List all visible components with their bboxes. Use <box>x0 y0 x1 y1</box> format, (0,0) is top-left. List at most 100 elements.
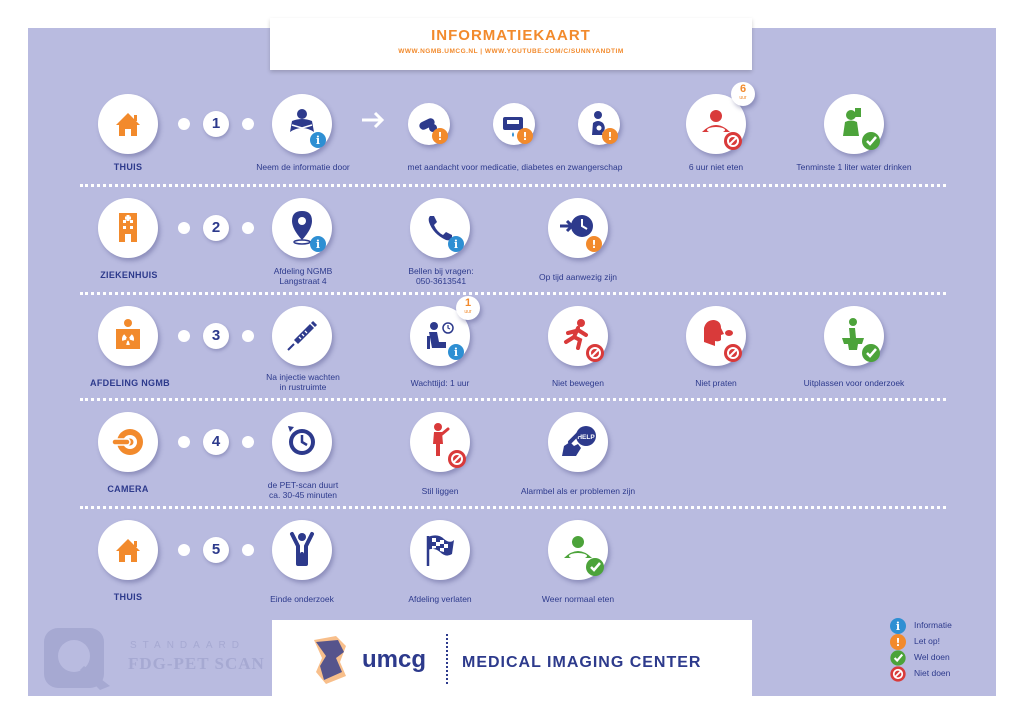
hours-value: 6 <box>739 83 747 95</box>
checkered-flag-icon <box>410 520 470 580</box>
item-label: Afdeling verlaten <box>408 594 472 604</box>
drink-water-icon <box>824 94 884 154</box>
item-label: Op tijd aanwezig zijn <box>539 272 617 282</box>
hours-unit: uur <box>739 95 747 101</box>
legend-label: Let op! <box>914 636 940 646</box>
help-text: HELP <box>577 434 595 441</box>
label-line: ca. 30-45 minuten <box>268 490 338 500</box>
forbidden-icon <box>890 666 907 682</box>
category-label-2: ZIEKENHUIS <box>100 270 158 280</box>
help-button-icon: HELP <box>548 412 608 472</box>
item-label: Wachttijd: 1 uur <box>410 378 470 388</box>
label-line: de PET-scan duurt <box>267 480 339 490</box>
row-separator <box>80 292 946 295</box>
row-separator <box>80 398 946 401</box>
no-talking-icon <box>686 306 746 366</box>
item-label: Na injectie wachten in rustruimte <box>250 372 356 392</box>
hours-value: 1 <box>464 297 472 309</box>
connector-dot <box>242 330 254 342</box>
house-icon <box>98 520 158 580</box>
phone-icon <box>410 198 470 258</box>
header-links[interactable]: WWW.NGMB.UMCG.NL | WWW.YOUTUBE.COM/C/SUN… <box>398 48 624 55</box>
label-line: Langstraat 4 <box>279 276 327 286</box>
footer-branding: umcg MEDICAL IMAGING CENTER <box>272 620 752 696</box>
check-icon <box>890 650 907 666</box>
connector-dot <box>242 222 254 234</box>
connector-dot <box>178 544 190 556</box>
pet-scanner-icon <box>98 412 158 472</box>
location-pin-icon <box>272 198 332 258</box>
category-label-1: THUIS <box>113 162 143 172</box>
lie-still-icon <box>410 412 470 472</box>
label-line: 050-3613541 <box>415 276 467 286</box>
item-label: Afdeling NGMB Langstraat 4 <box>250 266 356 286</box>
warning-icon <box>890 634 906 650</box>
category-label-3: AFDELING NGMB <box>90 378 170 388</box>
item-label: Bellen bij vragen: 050-3613541 <box>388 266 494 286</box>
row-separator <box>80 184 946 187</box>
step-number-2: 2 <box>203 215 229 241</box>
eating-again-icon <box>548 520 608 580</box>
legend-label: Informatie <box>914 620 952 630</box>
item-label: de PET-scan duurt ca. 30-45 minuten <box>250 480 356 500</box>
label-line: Afdeling NGMB <box>273 266 333 276</box>
item-label: Einde onderzoek <box>270 594 334 604</box>
standard-pet-badge: STANDAARD FDG-PET SCAN <box>36 622 272 696</box>
hours-badge: 6 uur <box>731 82 755 106</box>
connector-dot <box>242 118 254 130</box>
connector-dot <box>242 436 254 448</box>
waiting-person-icon <box>410 306 470 366</box>
radiation-department-icon <box>98 306 158 366</box>
category-label-5: THUIS <box>113 592 143 602</box>
connector-dot <box>242 544 254 556</box>
duration-clock-icon <box>272 412 332 472</box>
hospital-icon <box>98 198 158 258</box>
clock-arrival-icon <box>548 198 608 258</box>
label-line: Na injectie wachten <box>266 372 340 382</box>
medical-imaging-center: MEDICAL IMAGING CENTER <box>462 654 702 671</box>
standard-label: STANDAARD <box>130 640 245 651</box>
item-label: met aandacht voor medicatie, diabetes en… <box>407 162 623 172</box>
syringe-icon <box>272 306 332 366</box>
medication-icon <box>408 103 450 145</box>
step-number-5: 5 <box>203 537 229 563</box>
step-number-1: 1 <box>203 111 229 137</box>
umcg-logo-icon <box>314 636 346 684</box>
step-number-3: 3 <box>203 323 229 349</box>
umcg-brand[interactable]: umcg <box>362 646 427 673</box>
item-label: Stil liggen <box>421 486 459 496</box>
reading-person-icon <box>272 94 332 154</box>
no-eating-icon <box>686 94 746 154</box>
info-icon <box>890 618 906 634</box>
footer-divider <box>446 634 448 684</box>
legend-label: Niet doen <box>914 668 951 678</box>
item-label: Tenminste 1 liter water drinken <box>796 162 912 172</box>
hours-unit: uur <box>464 309 472 315</box>
house-icon <box>98 94 158 154</box>
person-arms-up-icon <box>272 520 332 580</box>
item-label: Alarmbel als er problemen zijn <box>520 486 636 496</box>
diabetes-icon <box>493 103 535 145</box>
connector-dot <box>178 118 190 130</box>
wait-hours-badge: 1 uur <box>456 296 480 320</box>
item-label: Uitplassen voor onderzoek <box>803 378 905 388</box>
no-moving-icon <box>548 306 608 366</box>
pregnancy-icon <box>578 103 620 145</box>
item-label: Weer normaal eten <box>541 594 615 604</box>
label-line: Bellen bij vragen: <box>408 266 474 276</box>
item-label: Neem de informatie door <box>256 162 350 172</box>
connector-dot <box>178 436 190 448</box>
page-title: INFORMATIEKAART <box>431 27 591 44</box>
connector-dot <box>178 330 190 342</box>
connector-dot <box>178 222 190 234</box>
toilet-icon <box>824 306 884 366</box>
item-label: 6 uur niet eten <box>688 162 744 172</box>
row-separator <box>80 506 946 509</box>
label-line: in rustruimte <box>279 382 327 392</box>
step-number-4: 4 <box>203 429 229 455</box>
fdg-pet-label: FDG-PET SCAN <box>128 654 265 673</box>
header: INFORMATIEKAART WWW.NGMB.UMCG.NL | WWW.Y… <box>270 18 752 70</box>
item-label: Niet bewegen <box>552 378 604 388</box>
category-label-4: CAMERA <box>107 484 149 494</box>
legend-label: Wel doen <box>914 652 950 662</box>
